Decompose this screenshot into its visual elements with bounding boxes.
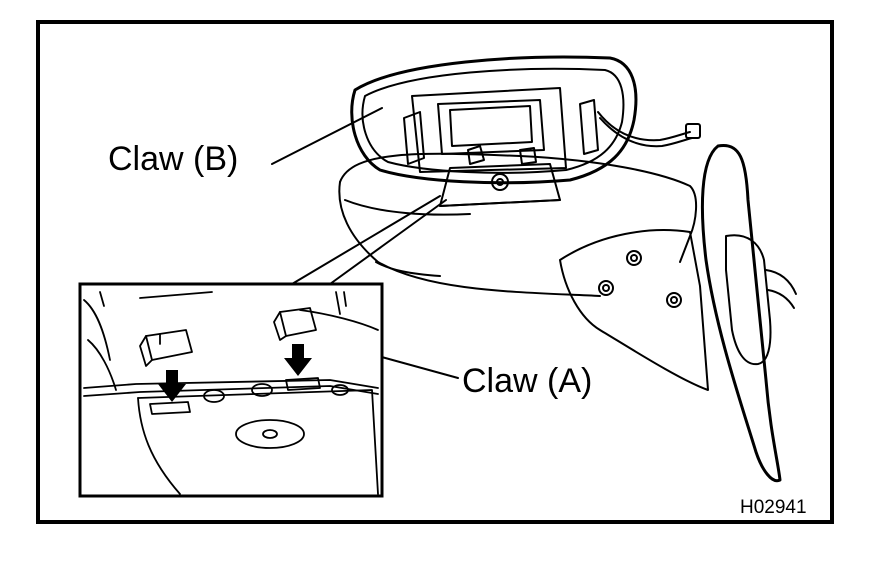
down-arrows: [158, 344, 312, 402]
callout-lines: [291, 195, 447, 285]
claw-b-block: [439, 163, 561, 207]
mirror-base-body: [338, 152, 697, 297]
claw-a-label: Claw (A): [462, 362, 593, 400]
mirror-cover: [350, 55, 638, 185]
claw-b-leader-line: [271, 107, 383, 165]
mirror-glass: [700, 143, 797, 483]
wire-connector: [597, 111, 701, 148]
claw-b-label: Claw (B): [108, 140, 239, 178]
inset-detail: [78, 282, 384, 498]
mount-bracket: [559, 229, 709, 391]
figure-code: H02941: [740, 497, 807, 518]
